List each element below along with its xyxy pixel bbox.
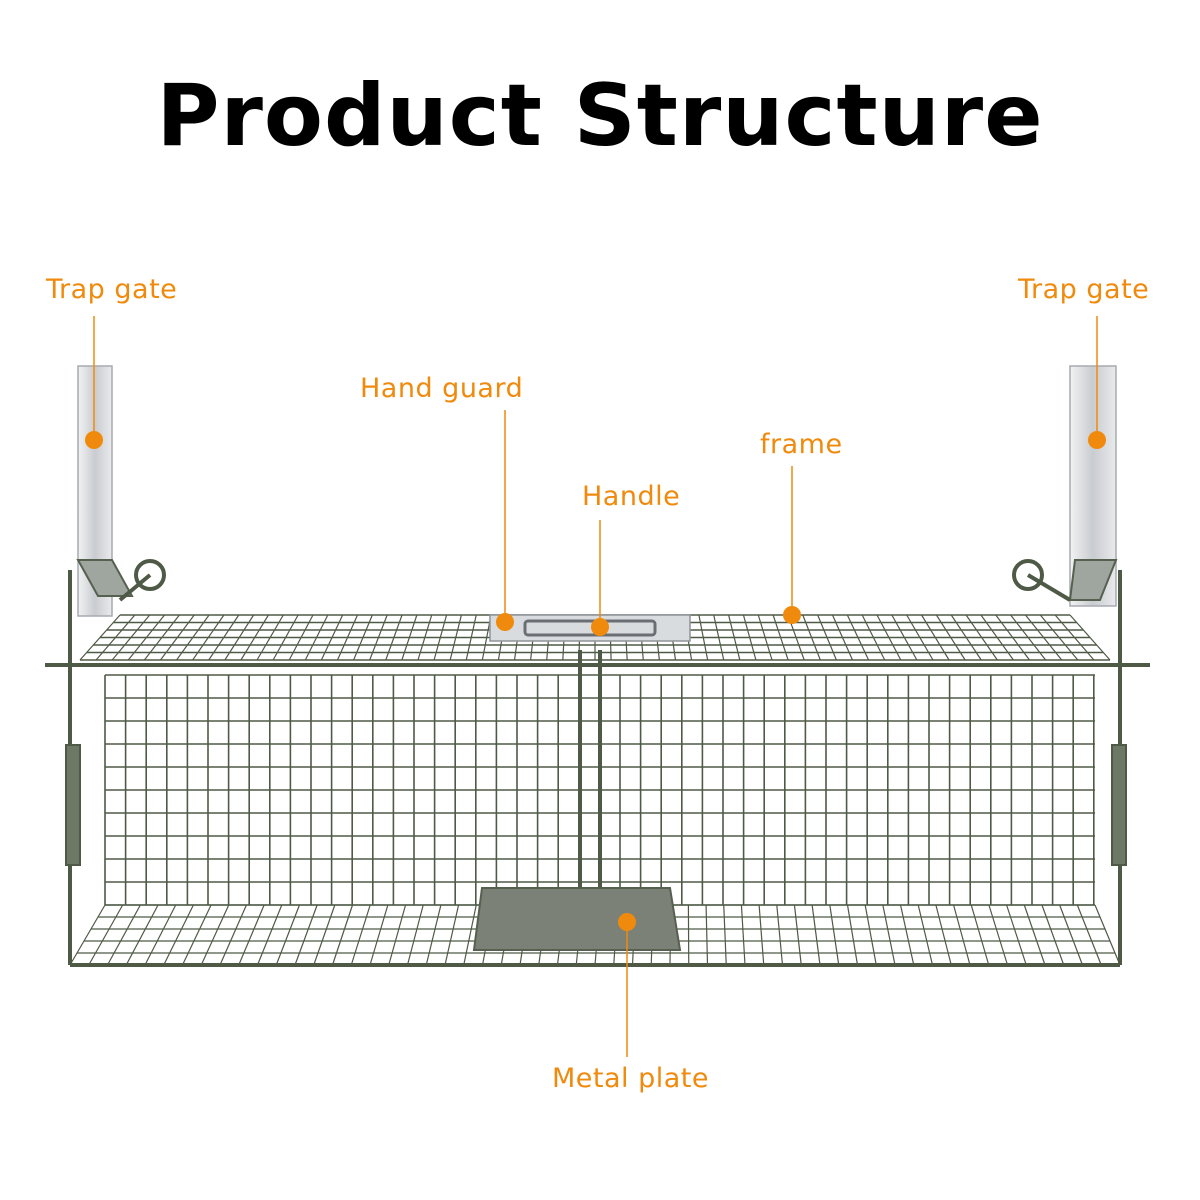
callout-label-handle: Handle <box>582 481 681 512</box>
page-title: Product Structure <box>156 66 1044 166</box>
handle <box>523 619 657 637</box>
callout-label-frame: frame <box>760 429 843 460</box>
hand-guard-dot <box>496 613 514 631</box>
trap-gate-left-dot <box>85 431 103 449</box>
trap-gate-right-dot <box>1088 431 1106 449</box>
trap-gate-left <box>76 365 134 617</box>
metal-plate-dot <box>618 913 636 931</box>
frame-dot <box>783 606 801 624</box>
handle-dot <box>591 618 609 636</box>
metal-plate <box>472 887 682 951</box>
callout-markers <box>85 316 1106 1057</box>
callout-label-trap-gate-left: Trap gate <box>46 274 178 305</box>
callout-label-metal-plate: Metal plate <box>552 1063 710 1094</box>
callout-label-hand-guard: Hand guard <box>360 373 524 404</box>
top-mesh <box>79 614 1111 661</box>
hand-guard <box>489 614 691 642</box>
frame-rails <box>45 559 1150 967</box>
callout-label-trap-gate-right: Trap gate <box>1018 274 1150 305</box>
trap-gate-right <box>1068 365 1118 607</box>
